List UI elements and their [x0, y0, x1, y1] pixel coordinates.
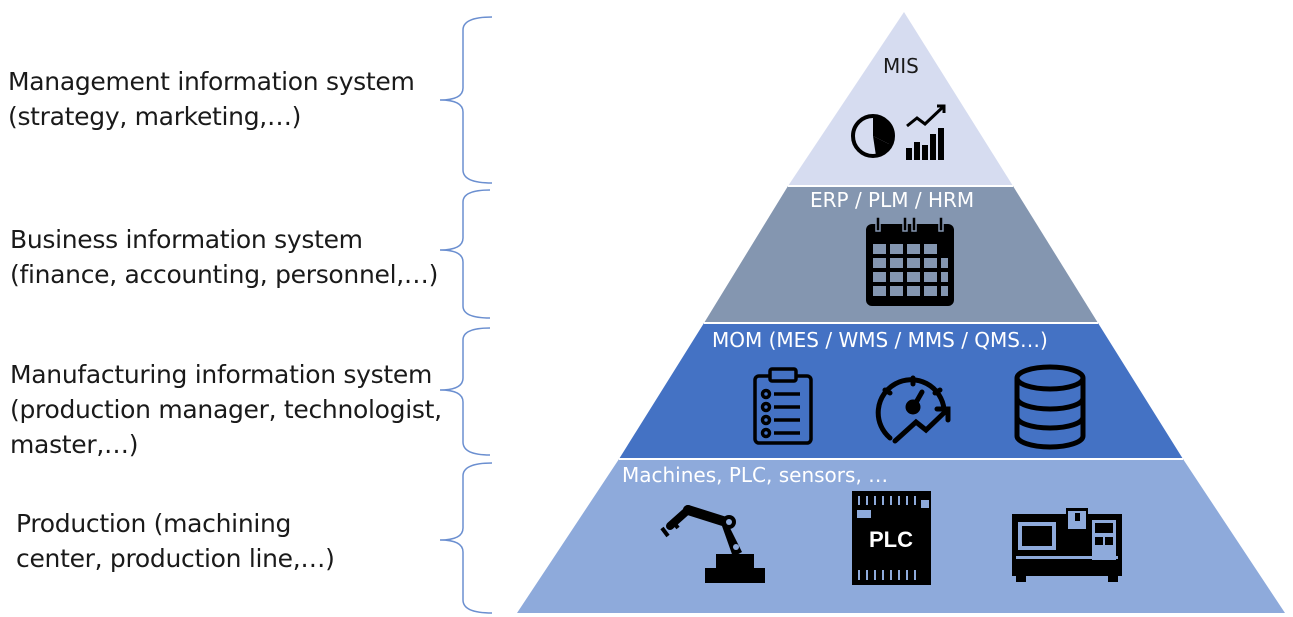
speedometer-growth-icon — [875, 375, 951, 444]
label-line: (finance, accounting, personnel,…) — [10, 260, 439, 289]
tier-title-production: Machines, PLC, sensors, … — [622, 463, 889, 487]
checklist-clipboard-icon — [753, 367, 813, 445]
tier-mis — [788, 12, 1013, 186]
cnc-machine-icon — [1012, 508, 1122, 582]
label-line: center, production line,…) — [16, 544, 335, 573]
robot-arm-icon — [660, 505, 765, 583]
tier-mom — [619, 323, 1183, 459]
calendar-icon — [866, 216, 954, 306]
label-production: Production (machining center, production… — [16, 506, 335, 576]
label-line: Manufacturing information system — [10, 360, 432, 389]
pie-chart-growth-icon — [851, 104, 946, 160]
brace-manufacturing — [439, 327, 491, 456]
plc-label: PLC — [869, 527, 913, 552]
brace-production — [439, 462, 493, 614]
label-line: (strategy, marketing,…) — [8, 102, 302, 131]
label-management-information-system: Management information system (strategy,… — [8, 64, 415, 134]
tier-title-mom: MOM (MES / WMS / MMS / QMS…) — [712, 328, 1048, 352]
database-icon — [1014, 364, 1086, 450]
brace-mis — [439, 16, 493, 184]
label-line: Management information system — [8, 67, 415, 96]
label-business-information-system: Business information system (finance, ac… — [10, 222, 438, 292]
brace-business — [439, 189, 491, 319]
label-line: master,…) — [10, 430, 139, 459]
plc-chip-icon: PLC — [852, 491, 931, 585]
tier-title-erp: ERP / PLM / HRM — [810, 188, 975, 212]
label-line: Business information system — [10, 225, 363, 254]
braces — [439, 16, 493, 614]
label-manufacturing-information-system: Manufacturing information system (produc… — [10, 357, 442, 462]
label-line: (production manager, technologist, — [10, 395, 442, 424]
label-line: Production (machining — [16, 509, 292, 538]
tier-title-mis: MIS — [883, 54, 919, 78]
